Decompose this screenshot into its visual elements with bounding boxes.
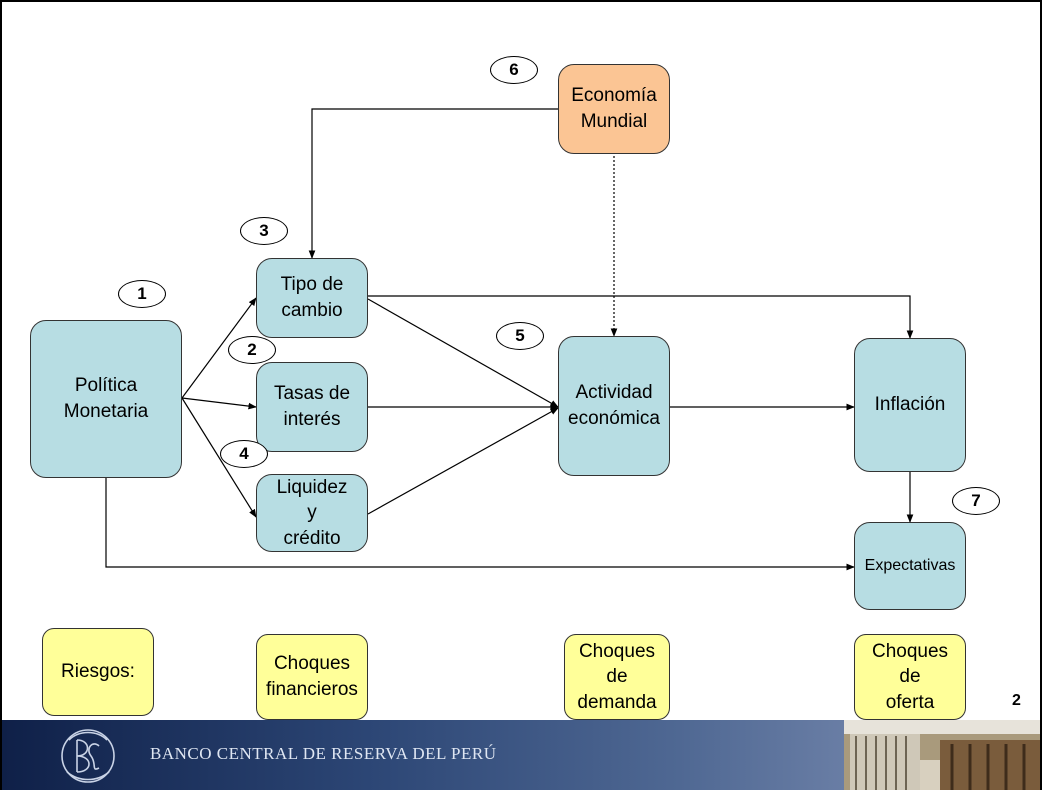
risk-choques-financieros: Choques financieros [256, 634, 368, 720]
page-number: 2 [1012, 692, 1021, 709]
node-expectativas: Expectativas [854, 522, 966, 610]
badge-6: 6 [490, 56, 538, 84]
arrow-politica-to-tipo [181, 297, 257, 399]
node-liquidez-y-credito: Liquidez y crédito [256, 474, 368, 552]
node-tipo-de-cambio: Tipo de cambio [256, 258, 368, 338]
node-economia-mundial: Economía Mundial [558, 64, 670, 154]
risk-choques-oferta: Choques de oferta [854, 634, 966, 720]
arrow-tipo-to-actividad [367, 298, 559, 408]
arrow-mundial-to-tipo [308, 108, 558, 259]
arrow-politica-to-expectativas [105, 478, 855, 571]
node-actividad-economica: Actividad económica [558, 336, 670, 476]
badge-5: 5 [496, 322, 544, 350]
node-politica-monetaria: Política Monetaria [30, 320, 182, 478]
badge-1: 1 [118, 280, 166, 308]
bank-name: BANCO CENTRAL DE RESERVA DEL PERÚ [150, 744, 497, 763]
badge-2: 2 [228, 336, 276, 364]
badge-4: 4 [220, 440, 268, 468]
badge-7: 7 [952, 487, 1000, 515]
arrow-politica-to-tasas [181, 397, 257, 410]
node-inflacion: Inflación [854, 338, 966, 472]
risk-label: Riesgos: [42, 628, 154, 716]
footer-banner: BANCO CENTRAL DE RESERVA DEL PERÚ [2, 720, 1040, 790]
building-photo-icon [844, 720, 1040, 790]
risk-choques-demanda: Choques de demanda [564, 634, 670, 720]
node-tasas-de-interes: Tasas de interés [256, 362, 368, 452]
badge-3: 3 [240, 217, 288, 245]
arrow-tipo-to-inflacion [368, 295, 914, 339]
bcrp-monogram-icon [61, 729, 115, 783]
arrow-politica-to-liquidez [181, 397, 257, 518]
arrow-liquidez-to-actividad [367, 407, 559, 515]
